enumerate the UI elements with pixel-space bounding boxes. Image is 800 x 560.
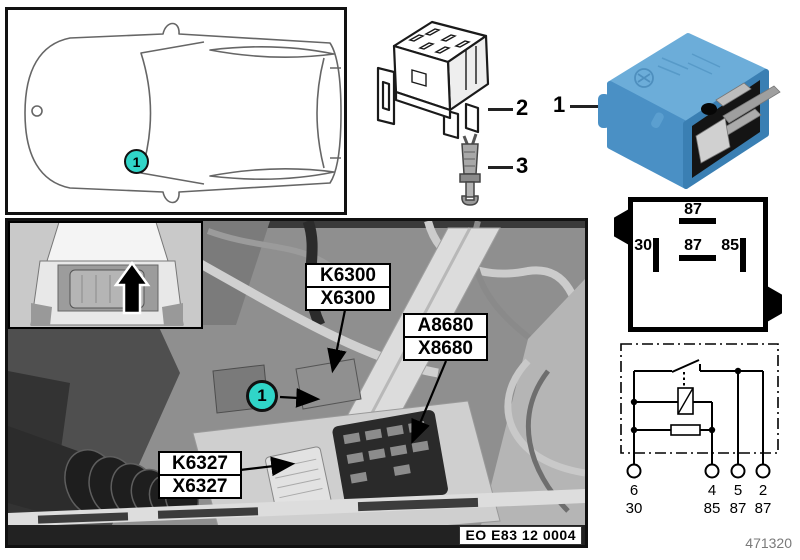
part-1-label[interactable]: 1 [553,92,566,117]
photo-marker-label: 1 [257,386,267,405]
pin-blade-30 [653,238,659,272]
part-2-label[interactable]: 2 [516,95,529,120]
terminal-circle-4 [704,463,720,479]
terminal-name-87a: 87 [730,500,747,517]
terminal-name-87b: 87 [755,500,772,517]
image-stamp: EO E83 12 0004 [459,526,582,545]
part-3-label[interactable]: 3 [516,153,529,178]
callout-k6327-line1: K6327 [172,453,228,474]
callout-k6300: K6300 X6300 [305,263,391,311]
relay-circuit-schematic: 6 4 5 2 30 85 87 87 [620,343,779,517]
terminal-pin-6: 6 [630,482,638,499]
terminal-circle-6 [626,463,642,479]
terminal-pin-4: 4 [708,482,716,499]
callout-k6327-line2: X6327 [160,474,240,497]
pin-blade-87-top [679,218,716,224]
callout-a8680-line1: A8680 [417,315,474,336]
schematic-boundary [620,343,779,454]
photo-marker-1[interactable]: 1 [246,380,278,412]
car-location-panel: 1 [5,7,347,215]
relay-photo [598,33,781,189]
pin-blade-87-center [679,255,716,261]
hood-open-inset [8,221,203,329]
relay-socket-drawing [376,20,490,140]
callout-k6327: K6327 X6327 [158,451,242,499]
pin-label-87-top: 87 [684,201,702,218]
pin-assignment-diagram: 87 30 87 85 [614,197,782,332]
part-2-leader [488,108,513,111]
terminal-pin-5: 5 [734,482,742,499]
up-arrow-icon [113,260,151,315]
pin-label-85: 85 [721,237,739,254]
engine-bay-photo: K6300 X6300 A8680 X8680 K6327 X6327 1 EO… [5,218,588,548]
car-top-view [24,22,342,204]
callout-k6300-line1: K6300 [320,265,376,286]
terminal-name-30: 30 [626,500,643,517]
pin-label-87-center: 87 [684,237,702,254]
part-3-leader [488,166,513,169]
relay-housing-tab-left [614,209,629,245]
pin-blade-85 [740,238,746,272]
location-marker-label: 1 [132,153,141,170]
photo-background [8,221,585,545]
reference-number: 471320 [745,535,792,551]
callout-k6300-line2: X6300 [307,286,389,309]
callout-a8680: A8680 X8680 [403,313,488,361]
relay-housing-tab-right [767,286,782,322]
terminal-name-85: 85 [704,500,721,517]
terminal-pin-2: 2 [759,482,767,499]
location-marker-1[interactable]: 1 [124,149,149,174]
terminal-circle-5 [730,463,746,479]
part-1-leader [570,105,598,108]
pin-connector-drawing [459,133,481,206]
hood-open-drawing [30,223,184,326]
pin-label-30: 30 [634,237,652,254]
callout-arrows [239,309,448,477]
terminal-circle-2 [755,463,771,479]
callout-a8680-line2: X8680 [405,336,486,359]
